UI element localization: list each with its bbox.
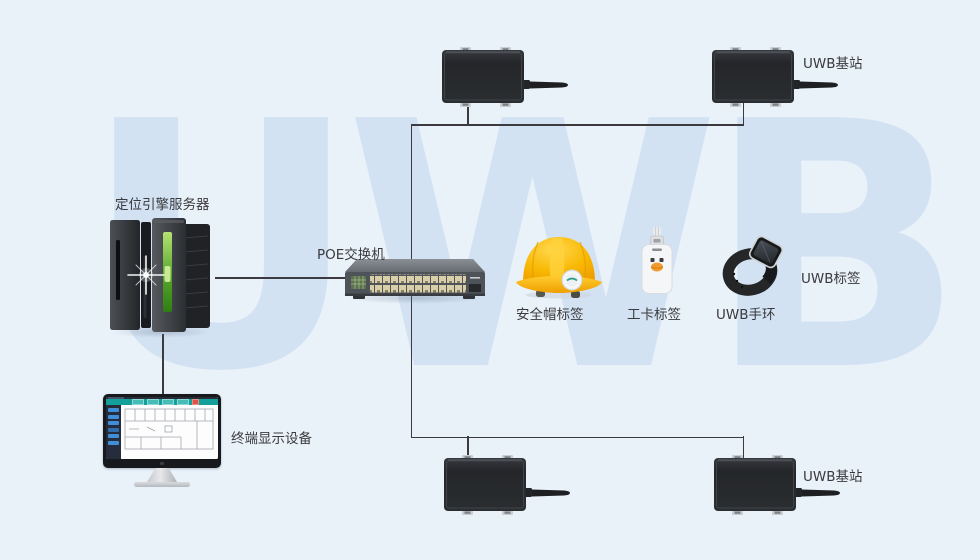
uwb-tag-label: UWB标签 (801, 271, 861, 287)
card-tag-device (639, 227, 675, 301)
connector-bottom-bus (411, 436, 744, 438)
card-tag-label: 工卡标签 (627, 307, 681, 323)
connector-server-switch (215, 277, 346, 279)
wristband-device (722, 234, 790, 304)
positioning-server (108, 214, 218, 342)
connector-drop-anchor-top-left (467, 102, 469, 124)
uwb-anchor-icon (444, 455, 570, 515)
poe-switch (343, 258, 487, 308)
safety-helmet-icon (516, 237, 602, 299)
connector-top-bus (411, 124, 744, 126)
anchor-top-label: UWB基站 (803, 56, 863, 72)
monitor-logo (160, 462, 164, 465)
uwb-anchor-icon (442, 47, 568, 107)
uwb-anchor-icon (712, 47, 838, 107)
screen-sidebar (106, 405, 121, 459)
uwb-anchor-bottom-left (443, 454, 573, 520)
server-label: 定位引擎服务器 (115, 197, 210, 213)
connector-drop-anchor-top-right (742, 102, 744, 124)
monitor-stand-neck (147, 468, 177, 482)
wristband-label: UWB手环 (716, 307, 776, 323)
smart-wristband-icon (722, 235, 784, 296)
network-switch-icon (345, 259, 485, 299)
switch-label: POE交换机 (317, 247, 385, 263)
display-monitor (103, 394, 223, 488)
screen-titlebar (106, 397, 218, 399)
uwb-anchor-top-right (711, 46, 841, 112)
monitor-stand-base (134, 482, 190, 487)
anchor-bottom-label: UWB基站 (803, 469, 863, 485)
connector-drop-anchor-bottom-right (742, 436, 744, 459)
uwb-anchor-bottom-right (713, 454, 843, 520)
helmet-tag-label: 安全帽标签 (516, 307, 584, 323)
helmet-tag-device (514, 228, 604, 306)
screen-toolbar (106, 399, 218, 405)
connector-server-monitor (162, 334, 164, 394)
id-badge-icon (641, 227, 673, 294)
monitor-label: 终端显示设备 (231, 431, 312, 447)
uwb-watermark: UWB (83, 50, 965, 446)
monitor-screen (106, 397, 218, 459)
connector-drop-anchor-bottom-left (467, 436, 469, 459)
uwb-anchor-icon (714, 455, 840, 515)
screen-floorplan (121, 405, 218, 459)
server-tower-icon (110, 218, 210, 332)
uwb-anchor-top-left (441, 46, 571, 112)
